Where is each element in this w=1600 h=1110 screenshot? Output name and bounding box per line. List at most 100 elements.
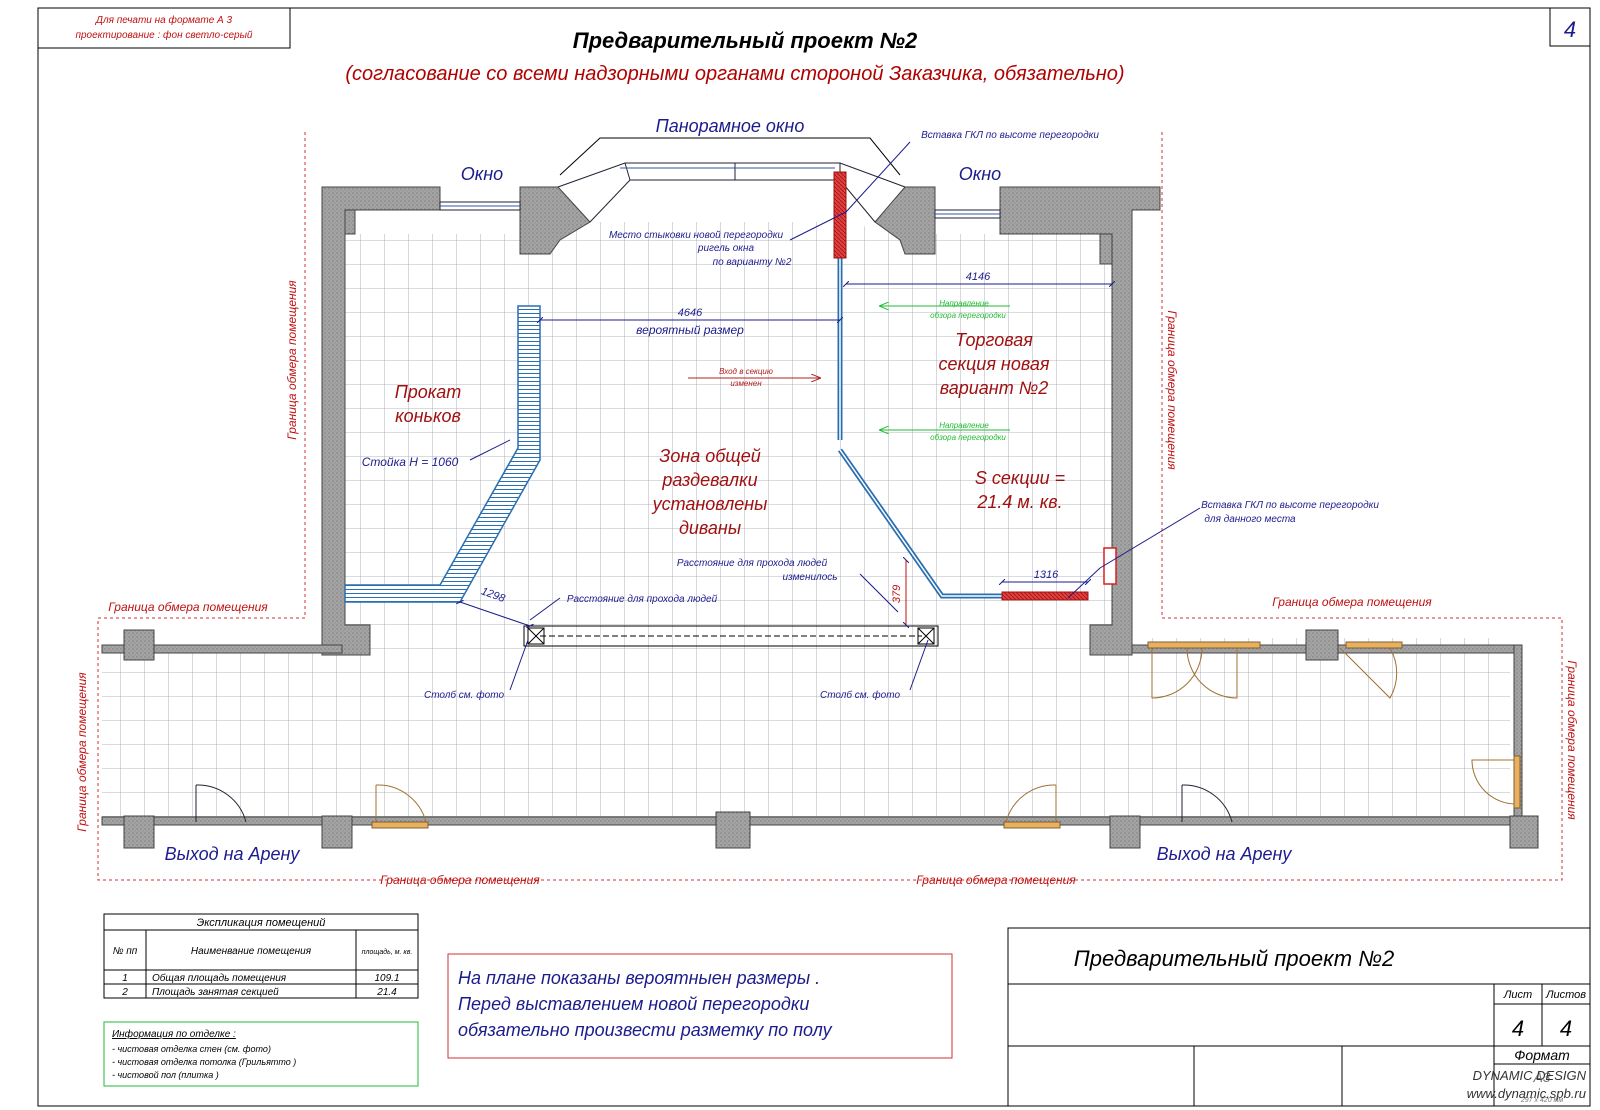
exit-right-label: Выход на Арену: [1157, 844, 1293, 864]
page-subtitle: (согласование со всеми надзорными органа…: [345, 63, 1124, 85]
finishing-line-2: - чистовая отделка потолка (Грильятто ): [112, 1057, 296, 1067]
rental-label-1: Прокат: [395, 382, 462, 402]
sheet-number-box: [1549, 7, 1591, 47]
stamp-format-size: 297 x 420 мм: [1520, 1097, 1563, 1104]
dim-4646: 4646: [678, 307, 703, 319]
entry-note-2: изменен: [730, 379, 762, 388]
explication-row-1-num: 1: [122, 973, 128, 984]
area-label-1: S секции =: [975, 468, 1065, 488]
junction-note-2: ригель окна: [697, 243, 755, 254]
probable-size-label: вероятный размер: [636, 323, 744, 337]
explication-row-1-name: Общая площадь помещения: [152, 972, 287, 984]
print-note-box: [37, 7, 291, 49]
explication-header-area: площадь, м. кв.: [362, 948, 413, 956]
panoramic-window-bracket: [559, 137, 901, 176]
trade-label-2: секция новая: [939, 354, 1050, 374]
exit-left-label: Выход на Арену: [165, 844, 301, 864]
trade-label-3: вариант №2: [940, 378, 1048, 398]
gkl-note-top: Вставка ГКЛ по высоте перегородки: [921, 130, 1099, 141]
boundary-label-vertical-right-lower: Граница обмера помещения: [1565, 660, 1579, 820]
explication-header-num: № пп: [113, 946, 138, 957]
window-right: [934, 209, 1001, 219]
flow-note-1b: обзора перегородки: [930, 311, 1006, 320]
window-right-label: Окно: [959, 164, 1001, 184]
pillar-right-note: Столб см. фото: [820, 689, 900, 701]
dim-379: 379: [891, 585, 903, 603]
counter: [344, 305, 541, 603]
entry-note-1: Вход в секцию: [719, 367, 773, 376]
panoramic-window: [557, 162, 906, 223]
dim-4146: 4146: [966, 271, 991, 283]
explication-row-2-area: 21.4: [376, 987, 397, 998]
note-box: [447, 953, 953, 1059]
stamp-sheets-value: 4: [1560, 1016, 1572, 1041]
finishing-title: Информация по отделке :: [112, 1028, 236, 1040]
window-left-label: Окно: [461, 164, 503, 184]
print-note-1: Для печати на формате А 3: [95, 14, 233, 26]
explication-row-1-area: 109.1: [374, 973, 399, 984]
explication-header-name: Наименвание помещения: [191, 946, 312, 957]
pillar-left-note: Столб см. фото: [424, 689, 504, 701]
stamp-title: Предварительный проект №2: [1074, 946, 1394, 971]
area-label-2: 21.4 м. кв.: [976, 492, 1062, 512]
zone-label-3: установлены: [651, 494, 768, 514]
stamp-format-label: Формат: [1514, 1047, 1570, 1063]
zone-label-2: раздевалки: [661, 470, 757, 490]
dim-1316: 1316: [1034, 569, 1059, 581]
stamp-block: [1007, 927, 1591, 1107]
boundary-label-bottom-right: Граница обмера помещения: [916, 873, 1076, 887]
finishing-line-1: - чистовая отделка стен (см. фото): [112, 1044, 271, 1054]
rental-label-2: коньков: [395, 406, 461, 426]
boundary-label-upper-right: Граница обмера помещения: [1272, 595, 1432, 609]
watermark-line-1: DYNAMIC DESIGN: [1473, 1068, 1587, 1083]
dimension-lines: [460, 284, 1112, 626]
floor-tiles: [102, 222, 1510, 822]
explication-row-2-num: 2: [121, 987, 128, 998]
passage-note: Расстояние для прохода людей: [567, 594, 718, 605]
flow-note-2a: Направление: [939, 421, 989, 430]
boundary-lines: [97, 132, 1563, 881]
boundary-label-vertical-right-upper: Граница обмера помещения: [1165, 310, 1179, 470]
panoramic-window-label: Панорамное окно: [656, 116, 805, 136]
explication-table: [103, 913, 419, 999]
gkl-insert-right: [1103, 547, 1117, 585]
finishing-box: [103, 1021, 419, 1087]
gkl-note-right-2: для данного места: [1204, 514, 1296, 525]
stamp-format-value: А3: [1532, 1069, 1550, 1085]
boundary-label-vertical-left-upper: Граница обмера помещения: [285, 280, 299, 440]
counter-note: Стойка Н = 1060: [362, 455, 459, 469]
page-title: Предварительный проект №2: [573, 28, 918, 53]
finishing-line-3: - чистовой пол (плитка ): [112, 1070, 219, 1080]
stamp-sheet-label: Лист: [1503, 989, 1532, 1001]
flow-note-1a: Направление: [939, 299, 989, 308]
explication-row-2-name: Площадь занятая секцией: [152, 987, 279, 998]
junction-note-3: по варианту №2: [713, 257, 792, 268]
stamp-sheets-label: Листов: [1545, 989, 1586, 1001]
beam: [523, 625, 939, 647]
window-left: [439, 201, 521, 211]
boundary-label-upper-left: Граница обмера помещения: [108, 600, 268, 614]
stamp-sheet-value: 4: [1512, 1016, 1524, 1041]
boundary-label-vertical-left-lower: Граница обмера помещения: [75, 672, 89, 832]
boundary-label-bottom-left: Граница обмера помещения: [380, 873, 540, 887]
zone-label-4: диваны: [679, 518, 741, 538]
leader-lines: [469, 141, 1201, 691]
sheet-frame: [37, 7, 1591, 1107]
explication-title: Экспликация помещений: [197, 917, 326, 929]
gkl-note-right-1: Вставка ГКЛ по высоте перегородки: [1201, 500, 1379, 511]
junction-note-1: Место стыковки новой перегородки: [609, 230, 783, 241]
note-line-3: обязательно произвести разметку по полу: [458, 1020, 833, 1040]
print-note-2: проектирование : фон светло-серый: [75, 29, 252, 41]
note-line-1: На плане показаны вероятныен размеры .: [458, 968, 820, 988]
partition-inner-line: [839, 258, 1002, 597]
passage-changed-1: Расстояние для прохода людей: [677, 558, 828, 569]
watermark-line-2: www.dynamic.spb.ru: [1467, 1086, 1586, 1101]
passage-changed-2: изменилось: [782, 572, 837, 583]
doors: [195, 641, 1521, 829]
note-line-2: Перед выставлением новой перегородки: [458, 994, 809, 1014]
gkl-insert-bottom: [1001, 591, 1089, 601]
walls: [101, 186, 1539, 849]
flow-note-2b: обзора перегородки: [930, 433, 1006, 442]
trade-label-1: Торговая: [955, 330, 1033, 350]
